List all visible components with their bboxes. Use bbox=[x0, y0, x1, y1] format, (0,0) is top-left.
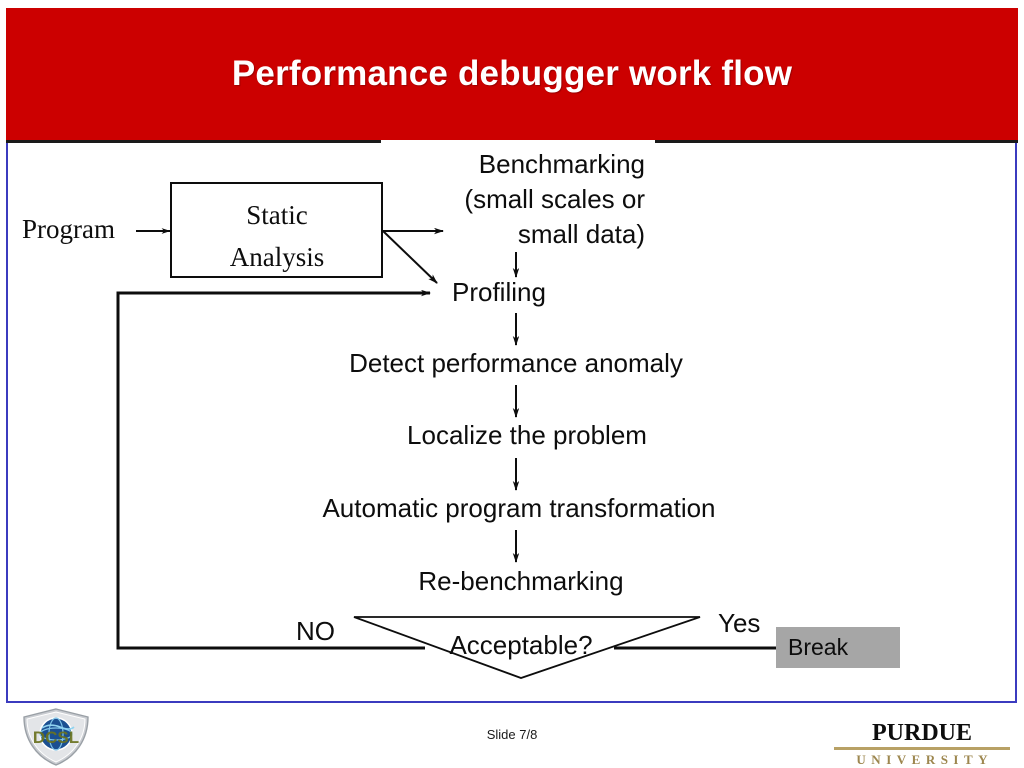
break-terminal-box: Break bbox=[776, 627, 900, 668]
slide-number-label: Slide 7/8 bbox=[486, 727, 538, 742]
banner-underline-right bbox=[655, 140, 1018, 143]
banner-underline-left bbox=[6, 140, 381, 143]
purdue-wordmark: Purdue bbox=[872, 711, 972, 748]
purdue-rule-divider bbox=[834, 747, 1010, 751]
title-banner: Performance debugger work flow bbox=[6, 8, 1018, 140]
slide-content-frame bbox=[6, 140, 1017, 703]
purdue-university-subtitle: UNIVERSITY bbox=[856, 752, 994, 768]
dcsl-logo-icon: DCSL bbox=[23, 708, 89, 766]
break-label: Break bbox=[788, 634, 849, 660]
page-title: Performance debugger work flow bbox=[231, 54, 793, 93]
purdue-logo: Purdue UNIVERSITY bbox=[834, 711, 1010, 768]
slide-footer: DCSL Slide 7/8 Purdue UNIVERSITY bbox=[0, 703, 1024, 768]
svg-text:DCSL: DCSL bbox=[33, 728, 79, 747]
